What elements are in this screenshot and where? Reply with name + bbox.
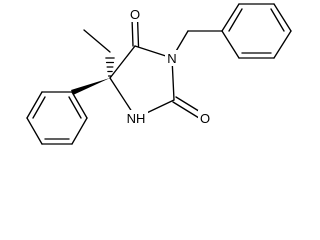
- phenyl-right-bond-3: [273, 30, 292, 59]
- phenyl-right-bond-6: [221, 3, 240, 32]
- atom-n-ring: N: [165, 50, 179, 66]
- benzyl-group: [171, 3, 292, 59]
- phenyl-right-inner-3: [228, 8, 243, 32]
- phenyl-right-bond-4: [273, 3, 292, 32]
- phenyl-left-inner-3: [68, 96, 82, 119]
- atom-o-top-bg: [128, 6, 142, 22]
- atom-o-top: O: [128, 6, 142, 22]
- carbonyl-top: [131, 17, 140, 47]
- stereo-wedge-phenyl: [71, 78, 110, 95]
- phenyl-right: [221, 3, 292, 59]
- phenyl-left-inner-1: [32, 96, 46, 119]
- carbonyl-bottom-bond-a: [172, 101, 200, 119]
- ethyl-ch2-ch3-bond: [83, 29, 111, 53]
- carbonyl-top-bond-b: [136, 17, 140, 47]
- atom-o-bottom: O: [198, 110, 212, 126]
- phenyl-right-inner-2: [270, 8, 285, 32]
- phenyl-left-bond-3: [26, 117, 43, 145]
- structure-diagram: O N NH O: [26, 3, 292, 145]
- carbonyl-bottom: [172, 96, 203, 119]
- bond-c5-c4: [109, 45, 136, 79]
- hydantoin-ring: [109, 45, 175, 119]
- atom-nh: NH: [124, 110, 148, 126]
- atom-label-nh: NH: [127, 111, 146, 126]
- atom-n-ring-bg: [165, 50, 179, 66]
- atom-label-o-bottom: O: [200, 111, 210, 126]
- atom-label-n-ring: N: [167, 51, 176, 66]
- phenyl-left-bond-5: [71, 117, 88, 145]
- atom-label-o-top: O: [130, 7, 140, 22]
- atom-nh-bg: [124, 110, 148, 126]
- carbonyl-bottom-bond-b: [175, 96, 203, 114]
- phenyl-right-bond-1: [221, 30, 240, 59]
- phenyl-left-bond-6: [71, 91, 88, 119]
- carbonyl-top-bond-a: [131, 17, 134, 47]
- ethyl-group: [83, 29, 115, 77]
- phenyl-left-bond-2: [26, 91, 43, 119]
- phenyl-left: [26, 91, 88, 145]
- atom-o-bottom-bg: [198, 110, 212, 126]
